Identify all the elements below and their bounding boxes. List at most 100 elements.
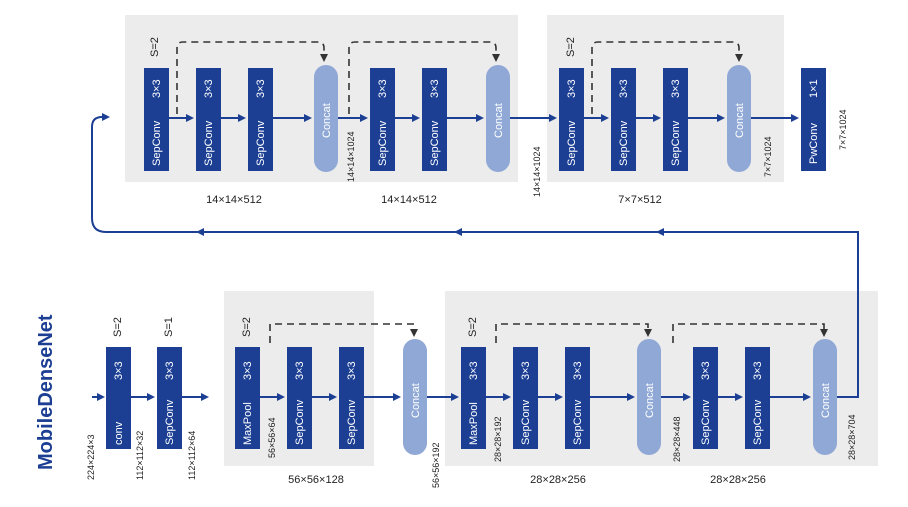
sepconv-15-kernel: 3×3 [670,79,682,98]
sepconv-block-1 [157,347,182,449]
skip-b1 [269,323,418,343]
concat-block-6 [727,65,751,172]
sepconv-10-kernel: 3×3 [255,79,267,98]
skip-t2 [591,41,743,114]
dim-c3-concat: 56×56×192 [431,442,441,488]
sepconv-7-label: SepConv [752,399,764,445]
maxpool-block-2 [461,347,486,449]
stride-sepconv-1: S=1 [163,317,175,337]
stride-conv: S=2 [112,317,124,337]
dim-c4-concat: 28×28×704 [847,414,857,460]
dim-c4-out2: 28×28×256 [710,474,766,486]
concat-6-label: Concat [734,103,746,138]
sepconv-1-label: SepConv [164,399,176,445]
dim-after-conv: 112×112×32 [135,431,145,480]
dim-c4-in: 28×28×192 [493,416,503,462]
dim-c5-mid: 14×14×1024 [346,131,356,182]
stride-maxpool-1: S=2 [241,317,253,337]
sepconv-2-label: SepConv [294,399,306,445]
concat-3-label: Concat [820,383,832,418]
sepconv-2-kernel: 3×3 [294,361,306,380]
maxpool-1-label: MaxPool [242,402,254,445]
sepconv-8-kernel: 3×3 [151,79,163,98]
stride-sepconv-8: S=2 [149,37,161,57]
sepconv-12-label: SepConv [429,120,441,166]
sepconv-7-kernel: 3×3 [752,361,764,380]
sepconv-block-12 [422,68,447,171]
sepconv-block-15 [663,68,688,171]
sepconv-block-11 [370,68,395,171]
sepconv-5-kernel: 3×3 [572,361,584,380]
stride-sepconv-13: S=2 [565,37,577,57]
sepconv-5-label: SepConv [572,399,584,445]
concat-block-3 [813,339,837,455]
sepconv-10-label: SepConv [255,120,267,166]
dim-c4-out1: 28×28×256 [530,474,586,486]
conv-kernel: 3×3 [113,361,125,380]
dim-c6-out: 7×7×512 [618,194,661,206]
skip-t1-2 [348,41,500,114]
sepconv-6-label: SepConv [700,399,712,445]
sepconv-14-label: SepConv [618,120,630,166]
sepconv-block-2 [287,347,312,449]
dim-c5-out1: 14×14×512 [206,194,262,206]
sepconv-13-label: SepConv [566,120,578,166]
sepconv-block-8 [144,68,169,171]
dim-input: 224×224×3 [86,434,96,480]
dim-pw-out: 7×7×1024 [838,109,848,150]
sepconv-13-kernel: 3×3 [566,79,578,98]
sepconv-4-label: SepConv [520,399,532,445]
sepconv-block-14 [611,68,636,171]
maxpool-1-kernel: 3×3 [242,361,254,380]
dim-after-sep1: 112×112×64 [187,431,197,480]
concat-2-label: Concat [644,383,656,418]
maxpool-2-label: MaxPool [468,402,480,445]
pwconv-kernel: 1×1 [808,79,820,98]
sepconv-block-13 [559,68,584,171]
stride-maxpool-2: S=2 [467,317,479,337]
sepconv-block-3 [339,347,364,449]
concat-block-1 [403,339,427,455]
concat-block-5 [486,65,510,172]
concat-block-2 [637,339,661,455]
dim-c4-mid: 28×28×448 [672,416,682,462]
conv-label: conv [113,421,125,445]
sepconv-9-label: SepConv [203,120,215,166]
sepconv-block-6 [693,347,718,449]
concat-1-label: Concat [410,383,422,418]
sepconv-1-kernel: 3×3 [164,361,176,380]
sepconv-12-kernel: 3×3 [429,79,441,98]
sepconv-block-10 [248,68,273,171]
sepconv-block-4 [513,347,538,449]
sepconv-11-label: SepConv [377,120,389,166]
dim-c3-in: 56×56×64 [267,417,277,458]
conv-block [106,347,131,449]
pwconv-block [801,68,826,171]
dim-c3-out: 56×56×128 [288,474,344,486]
sepconv-6-kernel: 3×3 [700,361,712,380]
sepconv-3-label: SepConv [346,399,358,445]
skip-t1-1 [176,41,328,114]
sepconv-block-7 [745,347,770,449]
sepconv-9-kernel: 3×3 [203,79,215,98]
return-path [91,113,859,398]
diagram-title: MobileDenseNet [35,314,57,470]
concat-block-4 [314,65,338,172]
sepconv-15-label: SepConv [670,120,682,166]
sepconv-4-kernel: 3×3 [520,361,532,380]
dim-c6-concat: 7×7×1024 [763,136,773,177]
dim-c5-concat: 14×14×1024 [532,146,542,197]
concat-4-label: Concat [321,103,333,138]
dim-c5-out2: 14×14×512 [381,194,437,206]
sepconv-block-5 [565,347,590,449]
sepconv-14-kernel: 3×3 [618,79,630,98]
pwconv-label: PwConv [808,123,820,164]
sepconv-8-label: SepConv [151,120,163,166]
maxpool-block-1 [235,347,260,449]
sepconv-11-kernel: 3×3 [377,79,389,98]
sepconv-block-9 [196,68,221,171]
concat-5-label: Concat [493,103,505,138]
sepconv-3-kernel: 3×3 [346,361,358,380]
